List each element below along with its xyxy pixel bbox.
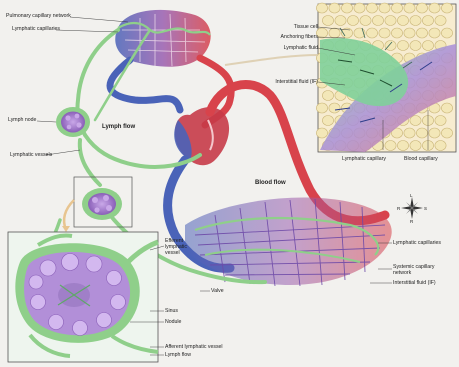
tissue-cell-shape [354,3,365,13]
compass-letter-s: R [410,219,413,225]
tissue-cell-shape [429,128,440,138]
tissue-cell-shape [397,16,408,26]
label-anchoring-fibers: Anchoring fibers [252,34,318,40]
lymph-node-small [56,107,90,137]
label-efferent-lymphatic-vessel: Efferent lymphatic vessel [165,238,199,256]
tissue-cell-shape [316,103,327,113]
label-lymphatic-capillaries-right: Lymphatic capillaries [393,240,441,246]
tissue-cell-shape [404,3,415,13]
tissue-cell-shape [397,141,408,151]
tissue-cell-shape [335,16,346,26]
tissue-cell-shape [366,3,377,13]
tissue-cell-shape [435,16,446,26]
label-lymphatic-fluid: Lymphatic fluid [252,45,318,51]
tissue-cell-shape [429,3,440,13]
tissue-cell-shape [322,116,333,126]
label-interstitial-fluid-right: Interstitial fluid (IF) [393,280,436,286]
tissue-cell-shape [322,16,333,26]
tissue-cell-shape [441,103,452,113]
tissue-cell-shape [329,3,340,13]
tissue-cell-shape [441,3,452,13]
tissue-cell-shape [410,41,421,51]
label-afferent-lymphatic-vessel: Afferent lymphatic vessel [165,344,223,350]
tissue-cell-shape [316,128,327,138]
tissue-cell-shape [329,28,340,38]
tissue-cell-shape [341,3,352,13]
label-pulmonary-capillary-network: Pulmonary capillary network [6,13,71,19]
label-lymph-flow-inset: Lymph flow [165,352,191,358]
tissue-cell-shape [410,16,421,26]
tissue-cell-shape [385,41,396,51]
label-interstitial-fluid-top: Interstitial fluid (IF) [236,79,318,85]
tissue-cell-shape [329,103,340,113]
tissue-cell-shape [385,16,396,26]
tissue-cell-shape [316,3,327,13]
tissue-cell-shape [385,141,396,151]
label-nodule: Nodule [165,319,181,325]
tissue-cell-shape [404,128,415,138]
label-systemic-capillary-network: Systemic capillary network [393,264,453,276]
compass-letter-n: L [410,193,413,199]
label-valve: Valve [211,288,224,294]
tissue-cell-shape [441,28,452,38]
label-lymphatic-capillaries-top: Lymphatic capillaries [12,26,60,32]
tissue-cell-shape [347,16,358,26]
lymph-node-boxed [82,188,122,220]
label-tissue-cell: Tissue cell [262,24,318,30]
tissue-cell-shape [416,128,427,138]
label-lymphatic-capillary: Lymphatic capillary [342,156,386,162]
compass-letter-e: S [424,206,427,212]
label-lymph-node: Lymph node [8,117,36,123]
tissue-cell-shape [410,116,421,126]
label-sinus: Sinus [165,308,178,314]
label-blood-capillary: Blood capillary [404,156,438,162]
tissue-cell-shape [422,41,433,51]
tissue-cell-shape [435,141,446,151]
label-blood-flow: Blood flow [255,180,286,186]
tissue-cell-shape [366,28,377,38]
tissue-cell-shape [397,41,408,51]
label-lymph-flow: Lymph flow [102,124,135,130]
tissue-cell-shape [391,3,402,13]
tissue-cell-shape [379,28,390,38]
tissue-cell-shape [391,28,402,38]
tissue-cell-shape [429,28,440,38]
tissue-cell-shape [435,116,446,126]
tissue-cell-shape [372,16,383,26]
tissue-cell-shape [416,3,427,13]
label-lymphatic-vessels: Lymphatic vessels [10,152,52,158]
tissue-cell-shape [422,16,433,26]
tissue-cell-shape [410,141,421,151]
compass-letter-w: R [397,206,400,212]
tissue-cell-shape [322,91,333,101]
tissue-cell-shape [316,28,327,38]
tissue-cell-shape [360,16,371,26]
tissue-cell-shape [441,128,452,138]
tissue-cell-shape [404,28,415,38]
tissue-cell-shape [379,3,390,13]
tissue-cell-shape [416,28,427,38]
